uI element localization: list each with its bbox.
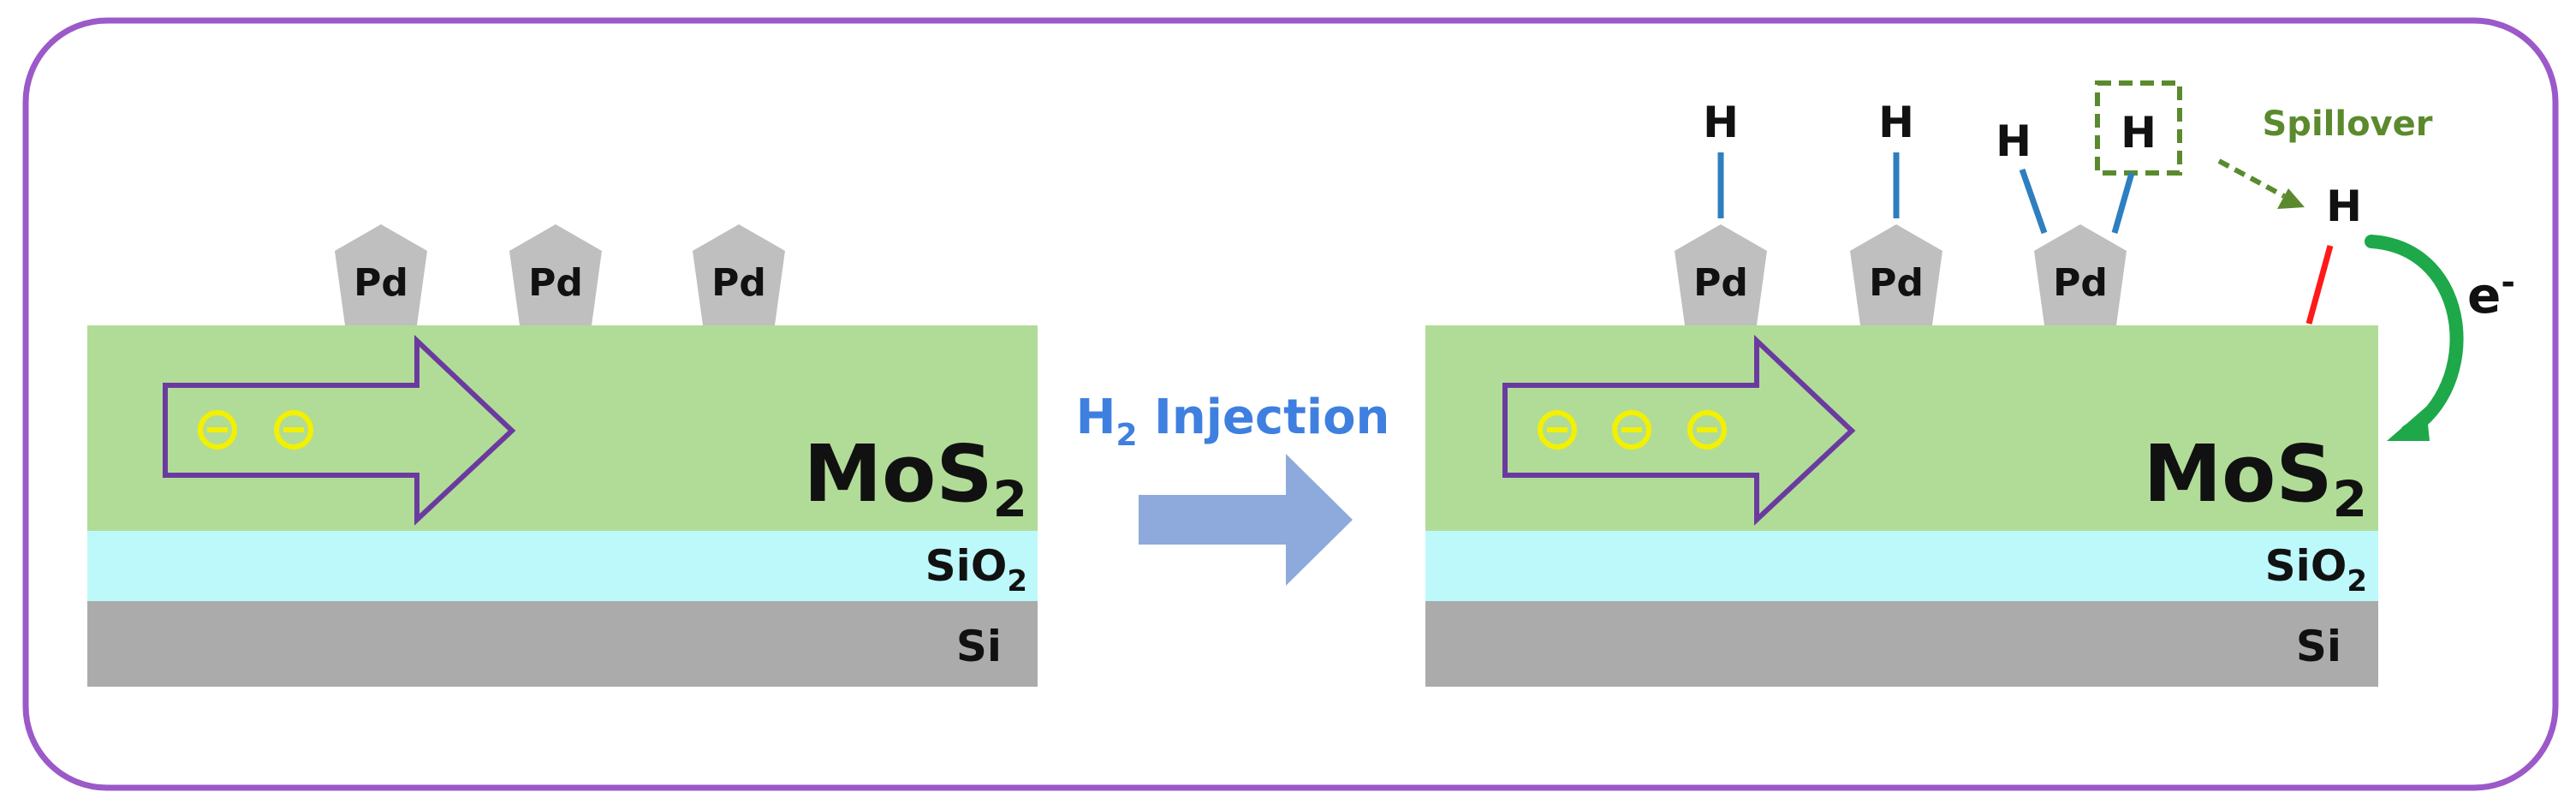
left-electron <box>198 410 237 450</box>
right-pd-particle <box>1850 224 1942 325</box>
spillover-arrow-head <box>2277 188 2305 209</box>
spillover-h-atom: H <box>2326 182 2362 231</box>
right-device: Pd Pd Pd H H H H Spillover H e- MoS2 SiO… <box>1425 80 2515 687</box>
right-sio2-label: SiO2 <box>2265 541 2367 599</box>
right-channel-arrow <box>1502 335 1856 526</box>
right-mos2-label: MoS2 <box>2144 428 2367 528</box>
left-sio2-label: SiO2 <box>925 541 1027 599</box>
spillover-arrow-line <box>2217 158 2286 199</box>
left-si-label: Si <box>956 622 1002 671</box>
right-pd-label: Pd <box>2053 261 2108 305</box>
injection-arrow <box>1139 454 1353 586</box>
left-pd-label: Pd <box>528 261 583 305</box>
left-pd-particle <box>509 224 602 325</box>
h-atom: H <box>1878 98 1914 147</box>
electron-transfer-arrow-head <box>2387 407 2430 441</box>
left-channel-arrow <box>163 335 516 526</box>
right-electron <box>1538 410 1577 450</box>
h-atom: H <box>1996 116 2032 166</box>
outer-frame <box>22 17 2559 791</box>
electron-label: e- <box>2467 263 2515 325</box>
electron-transfer-arrow <box>2365 235 2464 438</box>
left-device: Pd Pd Pd MoS2 SiO2 Si <box>87 224 1038 687</box>
left-si-layer <box>87 601 1038 687</box>
spillover-h-mos2-bond <box>2305 245 2334 325</box>
left-pd-label: Pd <box>711 261 766 305</box>
right-mos2-layer <box>1425 325 2378 531</box>
left-mos2-layer <box>87 325 1038 531</box>
h-atom: H <box>2121 108 2157 158</box>
right-electron <box>1687 410 1727 450</box>
left-mos2-label: MoS2 <box>804 428 1027 528</box>
left-pd-particle <box>335 224 427 325</box>
right-si-layer <box>1425 601 2378 687</box>
h-pd-bond <box>2019 168 2048 235</box>
left-sio2-layer <box>87 531 1038 601</box>
right-pd-label: Pd <box>1693 261 1748 305</box>
left-pd-particle <box>693 224 785 325</box>
spillover-label: Spillover <box>2263 104 2433 144</box>
right-pd-particle <box>2034 224 2127 325</box>
right-pd-label: Pd <box>1869 261 1924 305</box>
right-pd-particle <box>1675 224 1767 325</box>
injection-label: H2 Injection <box>1076 390 1390 453</box>
right-electron <box>1612 410 1651 450</box>
h-pd-bond <box>2111 172 2135 234</box>
right-sio2-layer <box>1425 531 2378 601</box>
left-pd-label: Pd <box>354 261 408 305</box>
injection-step: H2 Injection <box>1076 390 1390 586</box>
h-atom: H <box>1703 98 1739 147</box>
left-electron <box>274 410 313 450</box>
right-si-label: Si <box>2296 622 2341 671</box>
